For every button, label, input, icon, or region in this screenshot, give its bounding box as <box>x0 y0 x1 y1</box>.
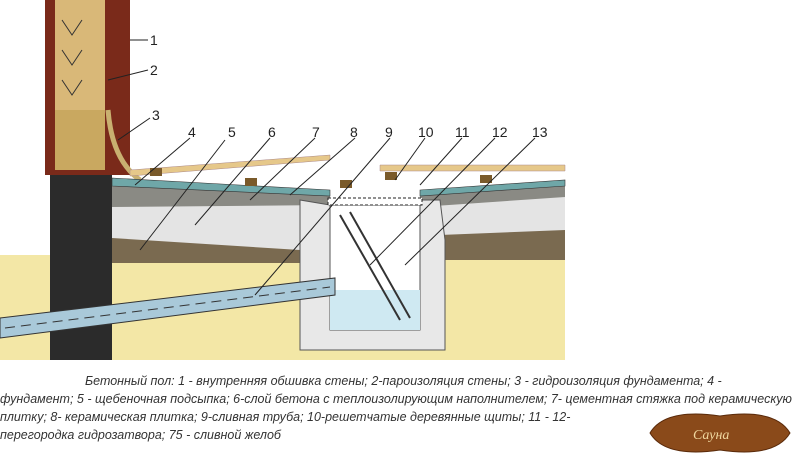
label-6: 6 <box>268 124 276 140</box>
caption-text: Бетонный пол: 1 - внутренняя обшивка сте… <box>0 374 792 442</box>
label-1: 1 <box>150 32 158 48</box>
wooden-slats-right <box>379 164 566 172</box>
label-13: 13 <box>532 124 548 140</box>
grate <box>327 197 423 206</box>
label-7: 7 <box>312 124 320 140</box>
label-4: 4 <box>188 124 196 140</box>
partition <box>339 211 411 321</box>
label-10: 10 <box>418 124 434 140</box>
concrete-layer-right <box>440 195 565 235</box>
label-11: 11 <box>455 124 470 140</box>
concrete-floor-diagram: 1 2 3 4 5 6 7 8 9 10 11 12 13 <box>0 0 566 360</box>
wall-cladding <box>55 0 105 110</box>
label-12: 12 <box>492 124 508 140</box>
wall-base <box>55 110 105 170</box>
tile-layer-right <box>419 179 566 197</box>
sauna-logo: Сауна <box>645 408 795 458</box>
sauna-logo-graphic: Сауна <box>649 413 791 453</box>
label-9: 9 <box>385 124 393 140</box>
pipe-centerline <box>4 286 331 329</box>
label-3: 3 <box>152 107 160 123</box>
screed-layer <box>112 185 330 207</box>
foundation <box>50 170 112 360</box>
slat-supports <box>150 168 492 188</box>
label-5: 5 <box>228 124 236 140</box>
insulation-pattern <box>61 19 83 96</box>
label-8: 8 <box>350 124 358 140</box>
tile-layer <box>111 177 331 197</box>
leader-lines <box>107 39 536 296</box>
label-2: 2 <box>150 62 158 78</box>
svg-text:Сауна: Сауна <box>693 428 729 443</box>
caption-block: Сауна Бетонный пол: 1 - внутренняя обшив… <box>0 372 795 458</box>
concrete-layer <box>112 200 320 250</box>
screed-layer-right <box>420 185 565 207</box>
